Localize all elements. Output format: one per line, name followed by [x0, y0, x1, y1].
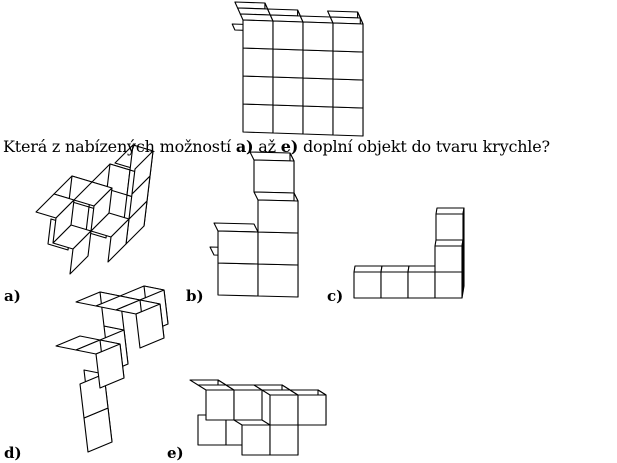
cube-front-face	[332, 78, 364, 109]
option-a-label[interactable]: a)	[4, 287, 21, 305]
cube-front-face	[269, 394, 299, 426]
option-d-label[interactable]: d)	[4, 444, 22, 462]
cube-front-face	[332, 106, 364, 137]
cube-front-face	[332, 50, 364, 81]
partial-cube-object	[231, 1, 364, 137]
question-suffix: doplní objekt do tvaru krychle?	[298, 137, 550, 156]
cube-front-face	[217, 230, 259, 265]
cube-front-face	[434, 271, 463, 299]
cube-front-face	[272, 20, 304, 51]
cube-front-face	[434, 245, 463, 273]
cube-front-face	[257, 199, 299, 234]
cube-front-face	[272, 48, 304, 79]
cube-front-face	[241, 424, 271, 456]
cube-front-face	[95, 343, 125, 389]
cube-front-face	[353, 271, 382, 299]
question-prefix: Která z nabízených možností	[3, 137, 236, 156]
cube-front-face	[90, 187, 113, 232]
cube-front-face	[257, 231, 299, 266]
cube-front-face	[233, 389, 263, 421]
cube-front-face	[272, 104, 304, 135]
cube-front-face	[242, 75, 274, 106]
option-b-piece	[209, 151, 299, 298]
cube-front-face	[302, 105, 334, 136]
cube-top-face	[435, 207, 465, 215]
cube-front-face	[302, 49, 334, 80]
cube-front-face	[297, 394, 327, 426]
question-from-option: a)	[235, 137, 254, 156]
cube-front-face	[302, 21, 334, 52]
cube-top-face	[434, 239, 464, 247]
option-b-label[interactable]: b)	[186, 287, 204, 305]
cube-front-face	[332, 22, 364, 53]
cube-front-face	[242, 103, 274, 134]
option-c-piece	[353, 207, 465, 299]
cube-front-face	[242, 19, 274, 50]
cube-front-face	[302, 77, 334, 108]
cube-front-face	[217, 262, 259, 297]
question-to-option: e)	[280, 137, 299, 156]
option-d-piece	[55, 285, 169, 453]
option-e-piece	[189, 379, 327, 456]
cube-front-face	[257, 263, 299, 298]
cube-front-face	[135, 303, 165, 349]
option-e-label[interactable]: e)	[167, 444, 184, 462]
cube-front-face	[272, 76, 304, 107]
cube-front-face	[131, 150, 154, 195]
question-middle: až	[253, 137, 281, 156]
option-a-piece	[35, 144, 154, 275]
cube-front-face	[435, 213, 464, 241]
question-text: Která z nabízených možností a) až e) dop…	[3, 137, 550, 157]
cube-front-face	[205, 389, 235, 421]
cube-front-face	[242, 47, 274, 78]
cube-top-face	[380, 265, 410, 273]
cube-front-face	[269, 424, 299, 456]
cube-top-face	[353, 265, 383, 273]
cube-front-face	[380, 271, 409, 299]
option-c-label[interactable]: c)	[327, 287, 344, 305]
cube-front-face	[253, 159, 295, 194]
cube-top-face	[407, 265, 437, 273]
cube-front-face	[407, 271, 436, 299]
